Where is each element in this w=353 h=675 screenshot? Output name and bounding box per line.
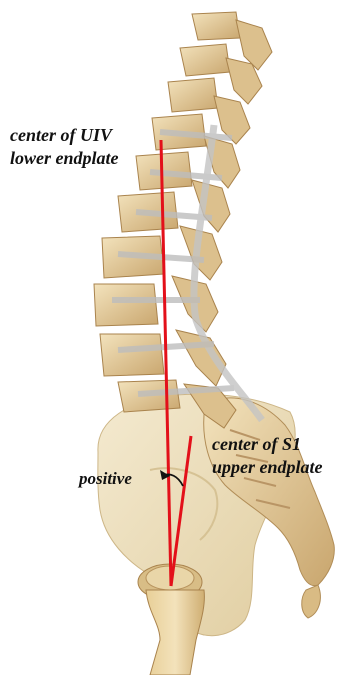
uiv-label: center of UIV lower endplate bbox=[10, 124, 119, 169]
uiv-label-line1: center of UIV bbox=[10, 124, 119, 147]
s1-label: center of S1 upper endplate bbox=[212, 433, 323, 478]
positive-label: positive bbox=[79, 468, 132, 489]
s1-label-line1: center of S1 bbox=[212, 433, 323, 456]
uiv-label-line2: lower endplate bbox=[10, 147, 119, 170]
s1-label-line2: upper endplate bbox=[212, 456, 323, 479]
